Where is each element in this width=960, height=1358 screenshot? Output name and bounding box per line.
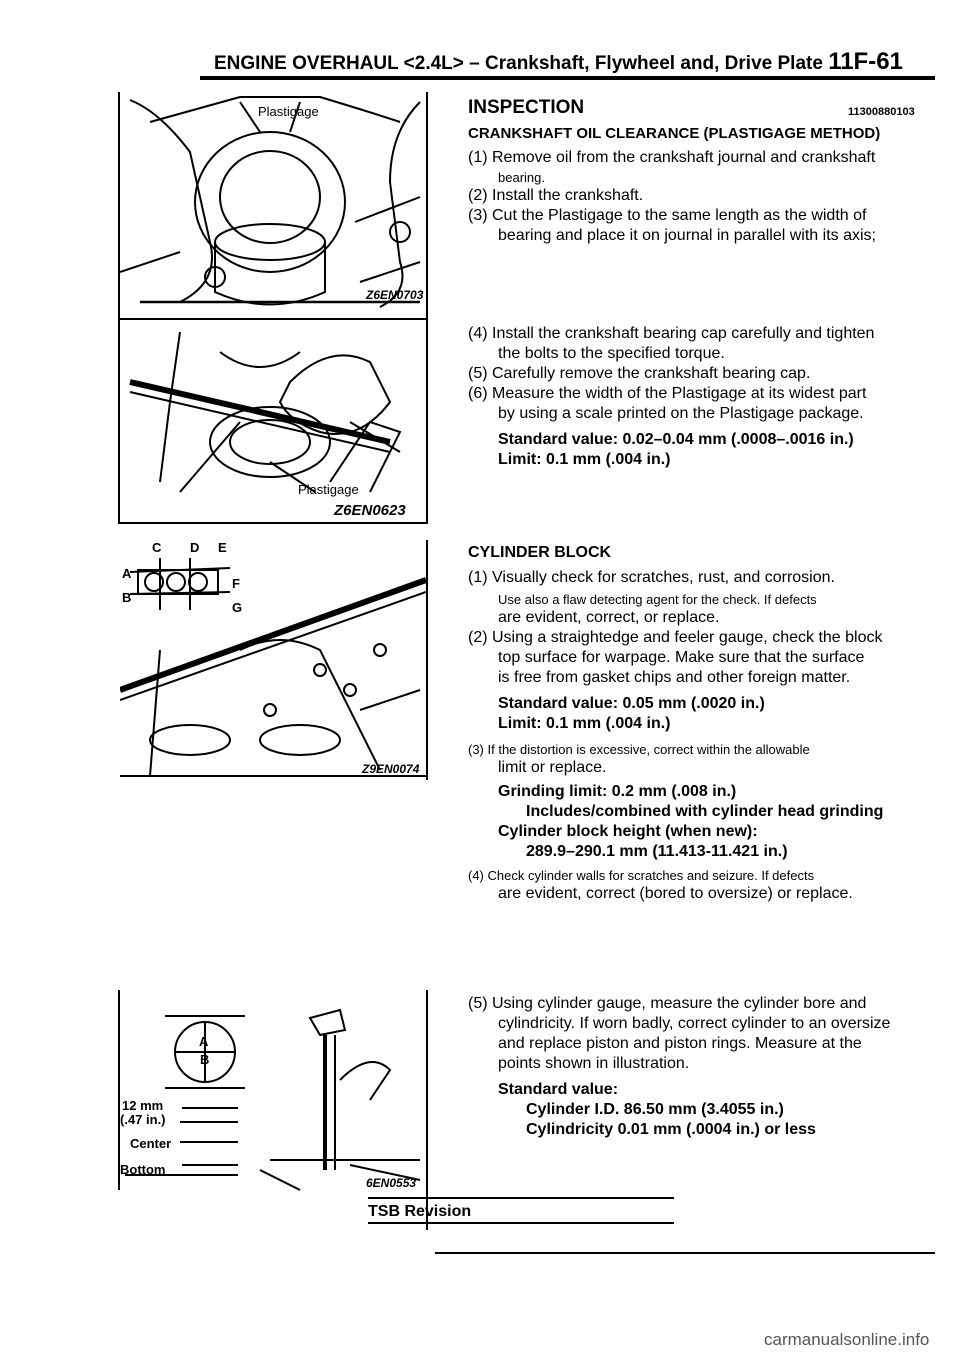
footer-rule-long xyxy=(435,1252,935,1254)
block-line: (5) Using cylinder gauge, measure the cy… xyxy=(468,995,867,1012)
figure-label-plastigage: Plastigage xyxy=(258,104,319,119)
section-code: 11300880103 xyxy=(848,106,915,118)
figure-divider xyxy=(118,522,428,524)
limit-value: Limit: 0.1 mm (.004 in.) xyxy=(498,715,671,732)
label-center: Center xyxy=(130,1136,172,1151)
figure-code: 6EN0553 xyxy=(366,1176,417,1190)
dim-in: (.47 in.) xyxy=(120,1112,166,1127)
figure-border-left xyxy=(118,990,120,1190)
step-line: (2) Install the crankshaft. xyxy=(468,187,644,204)
figure-divider xyxy=(118,318,428,320)
height-label: Cylinder block height (when new): xyxy=(498,823,758,840)
letter-label: E xyxy=(218,540,227,555)
block-line: are evident, correct, or replace. xyxy=(498,609,720,626)
figure-crankshaft-plastigage: Plastigage Z6EN0703 xyxy=(120,92,426,318)
letter-label: B xyxy=(122,590,132,605)
standard-value: Standard value: 0.05 mm (.0020 in.) xyxy=(498,695,765,712)
step-line: the bolts to the specified torque. xyxy=(498,345,725,362)
step-line: bearing. xyxy=(498,170,545,185)
subheading-oil-clearance: CRANKSHAFT OIL CLEARANCE (PLASTIGAGE MET… xyxy=(468,125,881,142)
figure-code: Z6EN0623 xyxy=(334,502,406,519)
figure-border-right xyxy=(426,540,428,780)
figure-cylinder-gauge: A B 12 mm (.47 in.) Center Bottom 6EN055… xyxy=(120,990,426,1195)
footer-rule xyxy=(368,1222,674,1224)
step-line: (1) Remove oil from the crankshaft journ… xyxy=(468,149,876,166)
step-line: by using a scale printed on the Plastiga… xyxy=(498,405,864,422)
block-line: (4) Check cylinder walls for scratches a… xyxy=(468,868,815,883)
block-line: limit or replace. xyxy=(498,759,607,776)
figure-border-right xyxy=(426,92,428,524)
height-value: 289.9–290.1 mm (11.413-11.421 in.) xyxy=(526,843,788,860)
page-number: 11F-61 xyxy=(828,48,903,75)
figure-code: Z9EN0074 xyxy=(362,762,420,776)
limit-value: Limit: 0.1 mm (.004 in.) xyxy=(498,451,671,468)
letter-label: G xyxy=(232,600,243,615)
block-line: and replace piston and piston rings. Mea… xyxy=(498,1035,862,1052)
letter-b: B xyxy=(200,1052,210,1067)
step-line: (4) Install the crankshaft bearing cap c… xyxy=(468,325,875,342)
letter-a: A xyxy=(199,1034,209,1049)
step-line: bearing and place it on journal in paral… xyxy=(498,227,876,244)
block-line: (1) Visually check for scratches, rust, … xyxy=(468,569,835,586)
block-line: cylindricity. If worn badly, correct cyl… xyxy=(498,1015,891,1032)
standard-value: Standard value: 0.02–0.04 mm (.0008–.001… xyxy=(498,431,854,448)
figure-measure-plastigage: Plastigage Z6EN0623 xyxy=(120,322,426,522)
figure-block-warpage: C D E A F B G Z9EN0074 xyxy=(120,540,426,780)
letter-label: A xyxy=(122,566,132,581)
letter-label: F xyxy=(232,576,240,591)
block-line: is free from gasket chips and other fore… xyxy=(498,669,851,686)
section-heading-cylinder-block: CYLINDER BLOCK xyxy=(468,544,612,561)
label-bottom: Bottom xyxy=(120,1162,166,1177)
block-line: are evident, correct (bored to oversize)… xyxy=(498,885,853,902)
figure-label-plastigage: Plastigage xyxy=(298,482,359,497)
std-label: Standard value: xyxy=(498,1081,619,1098)
header-rule xyxy=(200,76,935,80)
letter-label: C xyxy=(152,540,162,555)
footer-tsb-revision: TSB Revision xyxy=(368,1203,472,1220)
grinding-note: Includes/combined with cylinder head gri… xyxy=(526,803,884,820)
figure-border-left xyxy=(118,92,120,524)
step-line: (6) Measure the width of the Plastigage … xyxy=(468,385,867,402)
footer-rule xyxy=(368,1197,674,1199)
figure-border-right xyxy=(426,990,428,1230)
block-line: (2) Using a straightedge and feeler gaug… xyxy=(468,629,883,646)
watermark: carmanualsonline.info xyxy=(764,1330,930,1349)
section-heading-inspection: INSPECTION xyxy=(468,97,585,118)
block-line: (3) If the distortion is excessive, corr… xyxy=(468,742,810,757)
block-line: top surface for warpage. Make sure that … xyxy=(498,649,865,666)
std-cylinder-id: Cylinder I.D. 86.50 mm (3.4055 in.) xyxy=(526,1101,784,1118)
grinding-limit: Grinding limit: 0.2 mm (.008 in.) xyxy=(498,783,737,800)
std-cylindricity: Cylindricity 0.01 mm (.0004 in.) or less xyxy=(526,1121,816,1138)
letter-label: D xyxy=(190,540,200,555)
step-line: (3) Cut the Plastigage to the same lengt… xyxy=(468,207,867,224)
block-line: Use also a flaw detecting agent for the … xyxy=(498,592,817,607)
page-header-title: ENGINE OVERHAUL <2.4L> – Crankshaft, Fly… xyxy=(214,48,903,75)
dim-mm: 12 mm xyxy=(122,1098,164,1113)
figure-code: Z6EN0703 xyxy=(366,288,424,302)
block-line: points shown in illustration. xyxy=(498,1055,690,1072)
step-line: (5) Carefully remove the crankshaft bear… xyxy=(468,365,811,382)
